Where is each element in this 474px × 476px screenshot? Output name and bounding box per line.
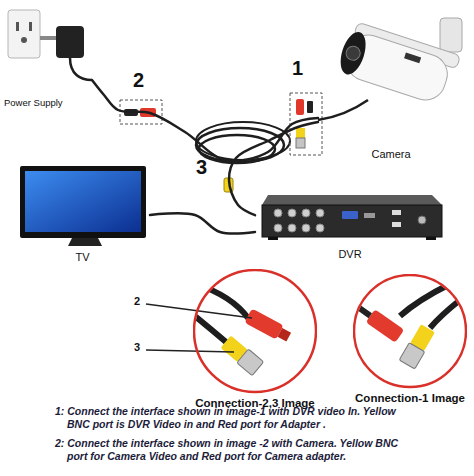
- tv-stand: [68, 238, 102, 246]
- dc-plug: [307, 101, 313, 113]
- callout-number: 3: [196, 157, 207, 177]
- bnc-port: [302, 224, 310, 232]
- circle-outline-svg: [193, 269, 317, 411]
- bnc-connector: [296, 128, 305, 138]
- adapter-prong: [40, 36, 56, 40]
- cable: [196, 284, 248, 318]
- tv-frame: [20, 166, 146, 238]
- circle-outline: [354, 275, 466, 387]
- leader-line: [146, 350, 234, 352]
- bnc-port: [316, 224, 324, 232]
- camera-logo: [404, 53, 421, 64]
- bnc-metal: [399, 343, 425, 369]
- node-label: Power Supply: [4, 98, 63, 108]
- cable-coil: [196, 122, 290, 160]
- callout-number: 1: [292, 58, 303, 78]
- bnc-port: [316, 209, 324, 217]
- cable-wire: [150, 213, 255, 233]
- dvr-body: [262, 205, 442, 237]
- tv-unit: TV: [15, 160, 150, 265]
- cable: [430, 300, 460, 328]
- vga-port: [342, 211, 358, 219]
- dvr-foot: [426, 237, 436, 240]
- usb-port: [392, 210, 401, 215]
- camera-pigtail: [318, 100, 368, 120]
- wall-outlet: [8, 10, 40, 58]
- bnc-port: [274, 224, 282, 232]
- dvr-foot: [268, 237, 278, 240]
- callout-number: 2: [133, 70, 144, 90]
- node-label: Camera: [318, 148, 464, 160]
- dc-socket: [296, 99, 304, 115]
- outlet-ground: [21, 37, 27, 43]
- node-label: Connection-1 Image: [355, 392, 465, 405]
- bnc-port: [274, 209, 282, 217]
- instruction-note: 2: Connect the interface shown in image …: [55, 437, 412, 462]
- dc-socket-tip: [278, 328, 292, 342]
- outlet-slot: [29, 22, 32, 31]
- camera-front: [336, 29, 371, 78]
- cable-wire: [229, 122, 318, 215]
- callout-number: 2: [134, 296, 140, 307]
- instruction-note: 1: Connect the interface shown in image-…: [55, 405, 412, 430]
- power-adapter: [56, 26, 84, 58]
- dvr-top: [262, 195, 442, 205]
- callout-number: 3: [134, 342, 140, 353]
- circle-outline: [194, 270, 316, 392]
- bnc-metal: [296, 138, 305, 148]
- camera-unit: Camera: [318, 12, 464, 162]
- dc-plug: [366, 309, 405, 343]
- circle-outline-svg: [353, 274, 467, 411]
- tv-screen: [25, 171, 141, 232]
- dc-socket: [244, 308, 283, 339]
- bnc-port: [302, 209, 310, 217]
- adapter-cord: [70, 58, 92, 80]
- bnc-port: [288, 224, 296, 232]
- power-port: [418, 216, 426, 224]
- node-label: DVR: [255, 248, 445, 260]
- camera-mount: [440, 18, 462, 52]
- hdmi-port: [364, 213, 375, 218]
- camera-lens: [344, 44, 362, 62]
- detail-circle: Connection-1 Image: [353, 274, 467, 411]
- dvr-unit: DVR: [255, 190, 445, 262]
- power-supply: Power Supply: [0, 5, 92, 110]
- node-label: TV: [15, 251, 150, 263]
- cable-wire: [92, 80, 318, 161]
- outlet-slot: [16, 22, 19, 31]
- bnc-metal: [237, 349, 264, 376]
- detail-circle: Connection-2,3 Image: [193, 269, 317, 411]
- usb-port: [392, 222, 401, 227]
- bnc-port: [288, 209, 296, 217]
